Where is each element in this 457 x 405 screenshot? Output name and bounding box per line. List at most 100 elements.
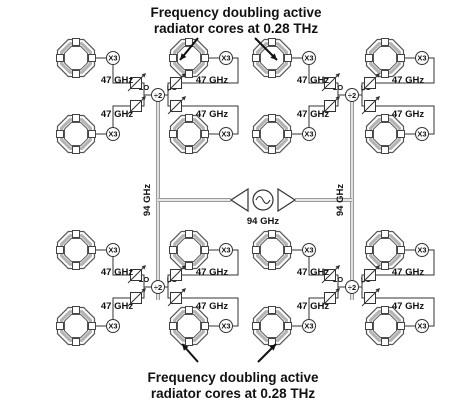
- ring-inner: [177, 46, 201, 70]
- top-arrow-right-head: [270, 53, 277, 60]
- ring-inner: [177, 122, 201, 146]
- ring-pad: [169, 54, 177, 62]
- divide-by-two: ÷2: [151, 88, 165, 102]
- ring-inner: [64, 122, 88, 146]
- divider-label: ÷2: [154, 283, 162, 292]
- lo-feed: [141, 287, 145, 299]
- lo-feed: [335, 274, 346, 288]
- ring-pad: [185, 338, 193, 346]
- top-caption-line-2: radiator cores at 0.28 THz: [154, 21, 319, 36]
- tripler-block: X3: [219, 243, 233, 257]
- tuning-arrowhead: [141, 265, 146, 270]
- tuning-arrowhead: [375, 73, 380, 78]
- ring-pad: [365, 54, 373, 62]
- ring-pad: [88, 322, 96, 330]
- ring-pad: [365, 322, 373, 330]
- lo-feed: [164, 274, 171, 288]
- tripler-label: X3: [304, 322, 313, 331]
- tripler-block: X3: [219, 51, 233, 65]
- tripler-feed: [308, 256, 325, 276]
- tripler-feed: [308, 105, 325, 128]
- ring-pad: [185, 306, 193, 314]
- sine-wave-icon: [255, 195, 271, 205]
- ring-pad: [185, 146, 193, 154]
- tuning-arrow: [167, 265, 186, 284]
- ring-pad: [201, 130, 209, 138]
- tripler-label: X3: [304, 54, 313, 63]
- divide-by-two: ÷2: [345, 280, 359, 294]
- ring-pad: [56, 322, 64, 330]
- freq-label-47: 47 GHz: [196, 301, 228, 312]
- tripler-label: X3: [304, 246, 313, 255]
- tripler-label: X3: [221, 54, 230, 63]
- freq-label-47: 47 GHz: [297, 267, 329, 278]
- bottom-caption-line-1: Frequency doubling active: [147, 370, 319, 385]
- lo-feed: [141, 95, 145, 107]
- ring-pad: [185, 230, 193, 238]
- radiator-core: [365, 230, 405, 270]
- ring-pad: [397, 322, 405, 330]
- tripler-label: X3: [108, 322, 117, 331]
- tripler-feed: [181, 105, 239, 135]
- ring-pad: [72, 306, 80, 314]
- phase-shifter: [361, 73, 380, 92]
- radiator-core: [365, 38, 405, 78]
- ring-pad: [268, 38, 276, 46]
- ring-band: [60, 234, 92, 266]
- tripler-label: X3: [221, 246, 230, 255]
- lo-feed: [358, 274, 365, 288]
- radiator-core: [169, 38, 209, 78]
- tuning-arrowhead: [335, 265, 340, 270]
- tripler-block: X3: [219, 319, 233, 333]
- ring-pad: [72, 38, 80, 46]
- tripler-feed: [375, 57, 435, 84]
- ring-pad: [381, 146, 389, 154]
- phase-shifter: [167, 96, 186, 115]
- ring-pad: [397, 130, 405, 138]
- ring-pad: [169, 246, 177, 254]
- tuning-arrow: [361, 265, 380, 284]
- tuning-arrow: [321, 288, 340, 307]
- lo-feed: [141, 82, 152, 96]
- radiator-core: [365, 306, 405, 346]
- tripler-feed: [112, 297, 131, 320]
- ring-pad: [365, 246, 373, 254]
- tuning-arrow: [167, 73, 186, 92]
- phase-shifter: [167, 265, 186, 284]
- lo-feed: [361, 287, 365, 299]
- ring-band: [369, 118, 401, 150]
- freq-label-47: 47 GHz: [392, 301, 424, 312]
- tuning-arrow: [167, 96, 186, 115]
- divide-by-two: ÷2: [151, 280, 165, 294]
- phase-shifter: [127, 265, 146, 284]
- tripler-feed: [181, 297, 239, 327]
- radiator-core: [56, 306, 96, 346]
- lo-feed: [335, 82, 346, 96]
- tripler-label: X3: [417, 246, 426, 255]
- right-amplifier-icon: [277, 187, 297, 213]
- ring-pad: [268, 146, 276, 154]
- lo-feed: [361, 95, 365, 107]
- ring-pad: [381, 262, 389, 270]
- ring-pad: [397, 54, 405, 62]
- tripler-label: X3: [221, 130, 230, 139]
- tripler-feed: [375, 105, 435, 135]
- radiator-core: [169, 306, 209, 346]
- tripler-feed: [308, 64, 325, 84]
- ring-pad: [268, 70, 276, 78]
- ring-inner: [64, 238, 88, 262]
- ring-inner: [260, 122, 284, 146]
- ring-pad: [56, 246, 64, 254]
- tripler-label: X3: [108, 130, 117, 139]
- freq-label-47: 47 GHz: [101, 109, 133, 120]
- source-frequency-label: 94 GHz: [247, 216, 279, 227]
- freq-label-47: 47 GHz: [101, 75, 133, 86]
- ring-pad: [381, 114, 389, 122]
- tuning-arrow: [361, 288, 380, 307]
- phase-shifter: [361, 96, 380, 115]
- ring-pad: [284, 322, 292, 330]
